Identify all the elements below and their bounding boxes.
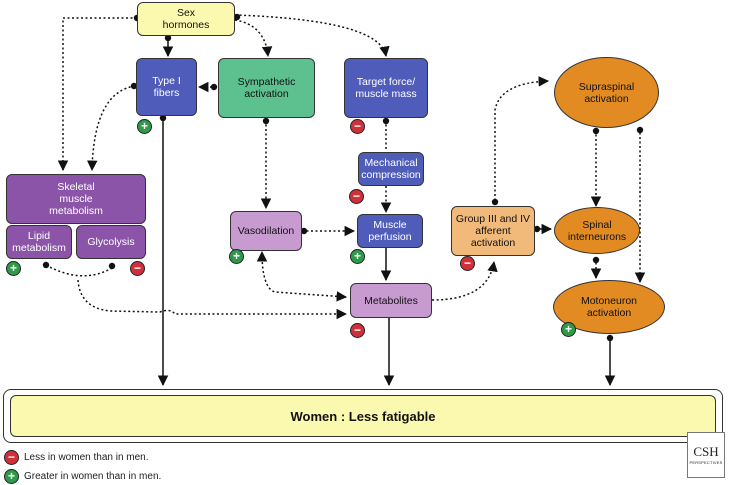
origin-dot: [300, 227, 308, 235]
origin-dot: [159, 114, 167, 122]
skeletal-muscle-metabolism-node: Skeletal muscle metabolism: [6, 174, 146, 224]
plus-badge: +: [350, 249, 365, 264]
edge-metabolites-vasodilation: [256, 250, 348, 302]
edge-lipid-to-metabolites: [77, 279, 348, 320]
origin-dot: [636, 126, 644, 134]
group-iii-iv-afferent-node: Group III and IV afferent activation: [451, 206, 535, 256]
edge-metabolites-to-afferent: [431, 260, 498, 301]
origin-dot: [262, 117, 270, 125]
origin-dot: [108, 262, 116, 270]
edge-afferent-to-supraspinal: [494, 76, 550, 205]
mechanical-compression-node: Mechanical compression: [358, 152, 424, 186]
plus-badge: +: [137, 119, 152, 134]
legend-plus-label: Greater in women than in men.: [24, 471, 162, 482]
origin-dot: [233, 13, 241, 21]
outcome-frame: Women : Less fatigable: [3, 389, 723, 443]
origin-dot: [606, 334, 614, 342]
logo-subtext: PERSPECTIVES: [689, 460, 723, 465]
target-force-node: Target force/ muscle mass: [344, 58, 428, 118]
origin-dot: [130, 82, 138, 90]
edge-sex-to-sympathetic: [234, 19, 273, 58]
spinal-interneurons-node: Spinal interneurons: [554, 207, 640, 254]
origin-dot: [164, 34, 172, 42]
edge-sex-to-target: [234, 14, 390, 58]
edge-glycolysis-to-metabolites: [45, 264, 113, 277]
vasodilation-node: Vasodilation: [230, 211, 302, 251]
supraspinal-activation-node: Supraspinal activation: [554, 57, 659, 128]
sympathetic-activation-node: Sympathetic activation: [218, 58, 315, 118]
lipid-metabolism-node: Lipid metabolism: [6, 225, 72, 259]
edge-sex-to-skeletal: [57, 17, 137, 172]
minus-badge: −: [350, 323, 365, 338]
motoneuron-activation-node: Motoneuron activation: [553, 280, 665, 334]
legend-minus-label: Less in women than in men.: [24, 452, 149, 463]
minus-badge: −: [350, 119, 365, 134]
plus-badge: +: [229, 249, 244, 264]
plus-badge: +: [561, 322, 576, 337]
origin-dot: [42, 261, 50, 269]
minus-badge: −: [349, 189, 364, 204]
origin-dot: [491, 198, 499, 206]
glycolysis-node: Glycolysis: [76, 225, 146, 259]
outcome-label: Women : Less fatigable: [10, 395, 716, 437]
csh-perspectives-logo: CSH PERSPECTIVES: [687, 432, 725, 478]
origin-dot: [210, 83, 218, 91]
sex-hormones-node: Sex hormones: [137, 2, 235, 36]
edge-type1-to-skeletal: [86, 85, 136, 172]
muscle-perfusion-node: Muscle perfusion: [357, 214, 423, 248]
origin-dot: [592, 256, 600, 264]
minus-badge: −: [130, 261, 145, 276]
legend-plus: + Greater in women than in men.: [4, 469, 161, 484]
origin-dot: [592, 127, 600, 135]
minus-badge: −: [460, 256, 475, 271]
plus-icon: +: [4, 469, 19, 484]
origin-dot: [533, 225, 541, 233]
plus-badge: +: [6, 261, 21, 276]
logo-text: CSH: [693, 444, 719, 459]
legend-minus: − Less in women than in men.: [4, 450, 149, 465]
origin-dot: [382, 117, 390, 125]
minus-icon: −: [4, 450, 19, 465]
type1-fibers-node: Type I fibers: [136, 58, 197, 116]
metabolites-node: Metabolites: [350, 283, 432, 318]
